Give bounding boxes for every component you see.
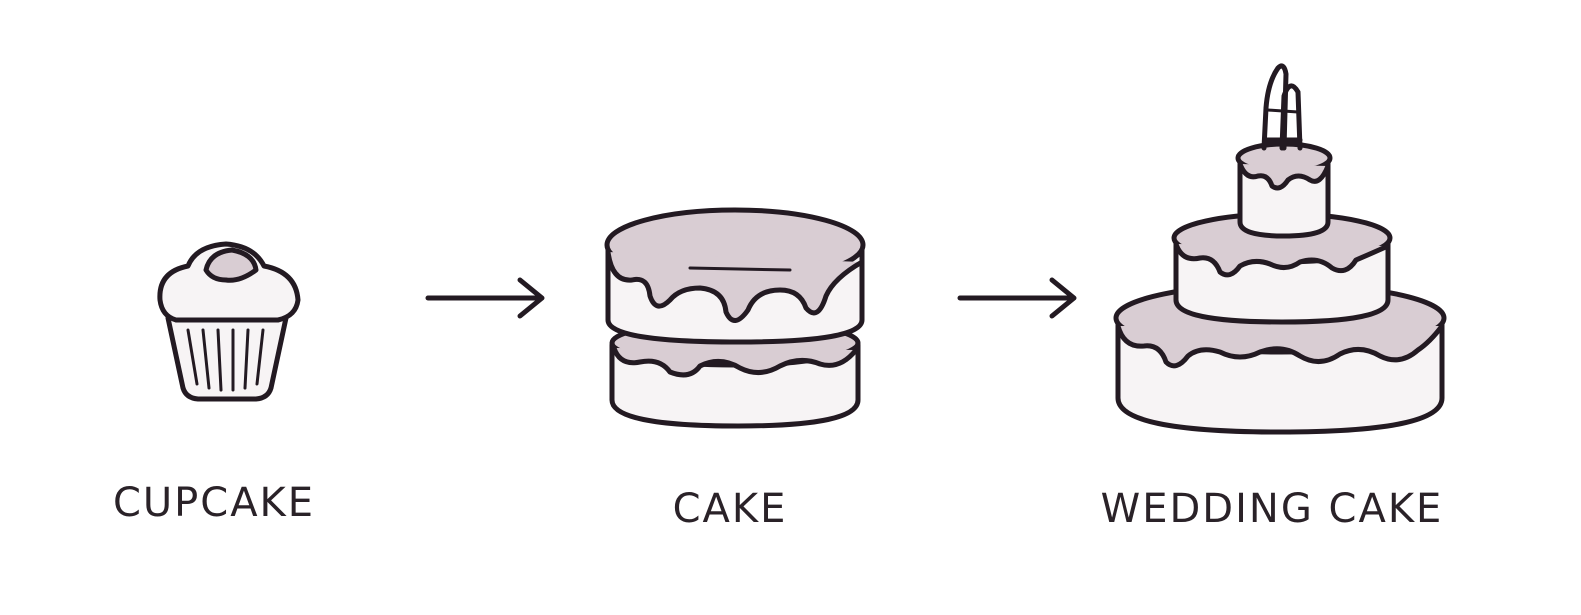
label-wedding-cake: WEDDING CAKE	[1101, 486, 1444, 532]
cake-icon	[604, 207, 866, 429]
label-cake: CAKE	[673, 486, 788, 532]
wedding-cake-icon	[1113, 63, 1447, 435]
arrow-right-icon	[957, 277, 1077, 319]
label-cupcake: CUPCAKE	[113, 480, 315, 526]
arrow-right-icon	[425, 277, 545, 319]
cupcake-icon	[157, 241, 301, 402]
